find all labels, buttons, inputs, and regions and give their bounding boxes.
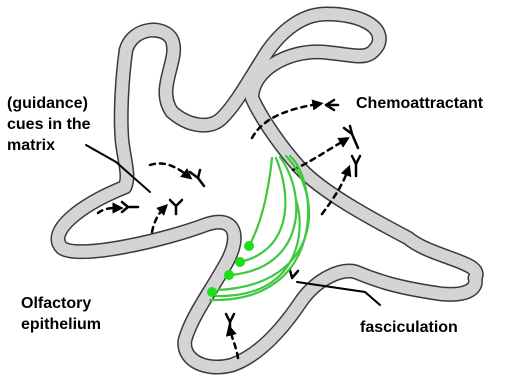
arrow-epithelium (230, 330, 238, 358)
arrow-matrix-left (98, 208, 118, 213)
neuron-dot-icon (207, 287, 217, 297)
guidance-arrows (98, 104, 348, 358)
receptor-y-icon (344, 126, 358, 148)
fasciculation-label: fasciculation (360, 317, 458, 338)
neuron-dot-icon (235, 257, 245, 267)
olfactory-epithelium-label: Olfactory epithelium (21, 293, 101, 335)
chemoattractant-label: Chemoattractant (356, 93, 483, 114)
receptor-y-icon (226, 314, 234, 332)
receptor-y-icon (170, 200, 182, 214)
arrow-matrix-bottom (152, 208, 164, 232)
guidance-cues-label: (guidance) cues in the matrix (7, 93, 91, 156)
arrow-matrix-top (150, 163, 188, 176)
receptor-y-icon (122, 202, 138, 212)
receptor-y-icon (352, 156, 360, 176)
olfactory-epithelium-line: Olfactory (21, 293, 101, 314)
neuron-dot-icon (244, 241, 254, 251)
axon-path (249, 158, 272, 246)
olfactory-epithelium-line: epithelium (21, 314, 101, 335)
guidance-cues-line: cues in the (7, 114, 91, 135)
guidance-cues-line: matrix (7, 135, 91, 156)
receptor-y-icon (290, 270, 298, 278)
receptor-y-icon (326, 100, 338, 110)
neuron-dot-icon (224, 270, 234, 280)
receptor-y-icon (190, 170, 204, 186)
arrow-upper-right (293, 140, 345, 170)
guidance-cues-line: (guidance) (7, 93, 91, 114)
